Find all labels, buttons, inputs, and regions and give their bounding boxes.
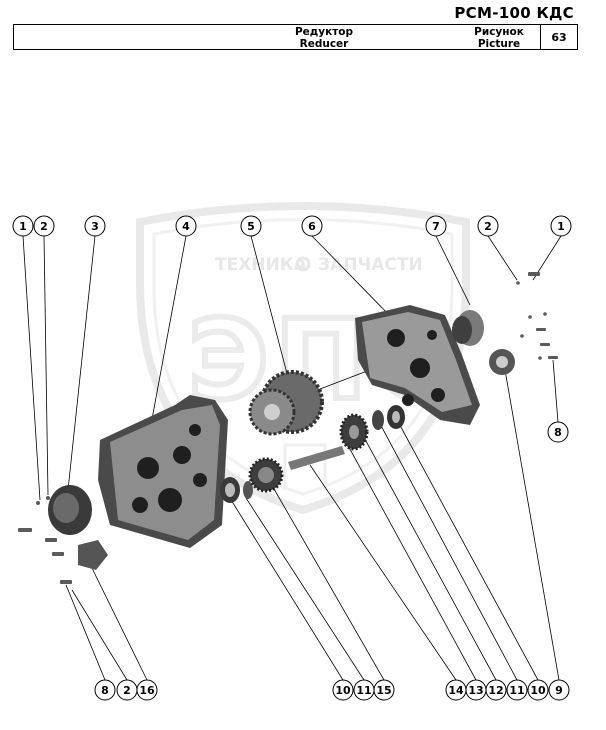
callout-5: 5 <box>240 215 262 237</box>
svg-text:11: 11 <box>509 684 524 697</box>
watermark-left-word: ТЕХНИКА <box>215 255 308 275</box>
header-divider <box>540 25 541 49</box>
callout-8-bottom: 8 <box>94 679 116 701</box>
picture-label: Рисунок Picture <box>469 26 529 50</box>
svg-text:15: 15 <box>376 684 391 697</box>
svg-text:8: 8 <box>101 684 109 697</box>
callout-1-right: 1 <box>550 215 572 237</box>
svg-text:10: 10 <box>335 684 351 697</box>
svg-text:5: 5 <box>247 220 255 233</box>
assembly-name-ru: Редуктор <box>294 26 354 38</box>
assembly-name: Редуктор Reducer <box>224 26 424 50</box>
part-14-shaft <box>288 446 345 470</box>
callout-6: 6 <box>301 215 323 237</box>
picture-number: 63 <box>551 31 567 44</box>
svg-text:7: 7 <box>432 220 440 233</box>
callout-2-bottom: 2 <box>116 679 138 701</box>
callout-4: 4 <box>175 215 197 237</box>
callout-10-b: 10 <box>527 679 549 701</box>
picture-label-en: Picture <box>477 38 521 50</box>
picture-label-ru: Рисунок <box>474 26 524 38</box>
callout-11-b: 11 <box>506 679 528 701</box>
callout-3: 3 <box>84 215 106 237</box>
svg-text:1: 1 <box>557 220 565 233</box>
leader-lines <box>22 235 562 681</box>
callout-11-a: 11 <box>353 679 375 701</box>
callout-9: 9 <box>548 679 570 701</box>
header-table: Редуктор Reducer Рисунок Picture 63 <box>13 24 578 50</box>
svg-text:4: 4 <box>182 220 190 233</box>
svg-text:3: 3 <box>91 220 99 233</box>
svg-text:8: 8 <box>554 426 562 439</box>
callout-14: 14 <box>445 679 467 701</box>
document-code: РСМ-100 КДС <box>454 4 574 22</box>
callout-8-right: 8 <box>547 421 569 443</box>
svg-text:10: 10 <box>530 684 546 697</box>
top-callouts: 1 2 3 4 5 6 7 2 <box>12 215 572 237</box>
callout-16: 16 <box>136 679 158 701</box>
part-11-ring-right <box>372 410 384 430</box>
part-11-ring-left <box>243 481 253 499</box>
bolts-left <box>18 496 72 584</box>
svg-text:16: 16 <box>139 684 155 697</box>
svg-text:12: 12 <box>488 684 503 697</box>
svg-text:14: 14 <box>448 684 464 697</box>
svg-text:2: 2 <box>40 220 48 233</box>
svg-text:6: 6 <box>308 220 316 233</box>
parts <box>18 272 558 584</box>
callout-2-right: 2 <box>477 215 499 237</box>
svg-text:2: 2 <box>123 684 131 697</box>
bottom-right-callouts: 10 11 15 14 13 12 11 10 <box>332 679 570 701</box>
callout-7: 7 <box>425 215 447 237</box>
part-16-cover <box>78 540 108 570</box>
svg-text:11: 11 <box>356 684 371 697</box>
callout-12: 12 <box>485 679 507 701</box>
svg-text:1: 1 <box>19 220 27 233</box>
callout-10-a: 10 <box>332 679 354 701</box>
callout-15: 15 <box>373 679 395 701</box>
callout-2-left: 2 <box>33 215 55 237</box>
bolts-right <box>516 272 558 360</box>
callout-13: 13 <box>465 679 487 701</box>
svg-text:2: 2 <box>484 220 492 233</box>
assembly-name-en: Reducer <box>299 38 349 50</box>
callout-1-left: 1 <box>12 215 34 237</box>
watermark-right-word: ЗАПЧАСТИ <box>318 255 423 275</box>
svg-text:9: 9 <box>555 684 563 697</box>
bottom-left-callouts: 8 2 16 <box>94 679 158 701</box>
svg-text:13: 13 <box>468 684 483 697</box>
gear-icon <box>295 256 311 272</box>
